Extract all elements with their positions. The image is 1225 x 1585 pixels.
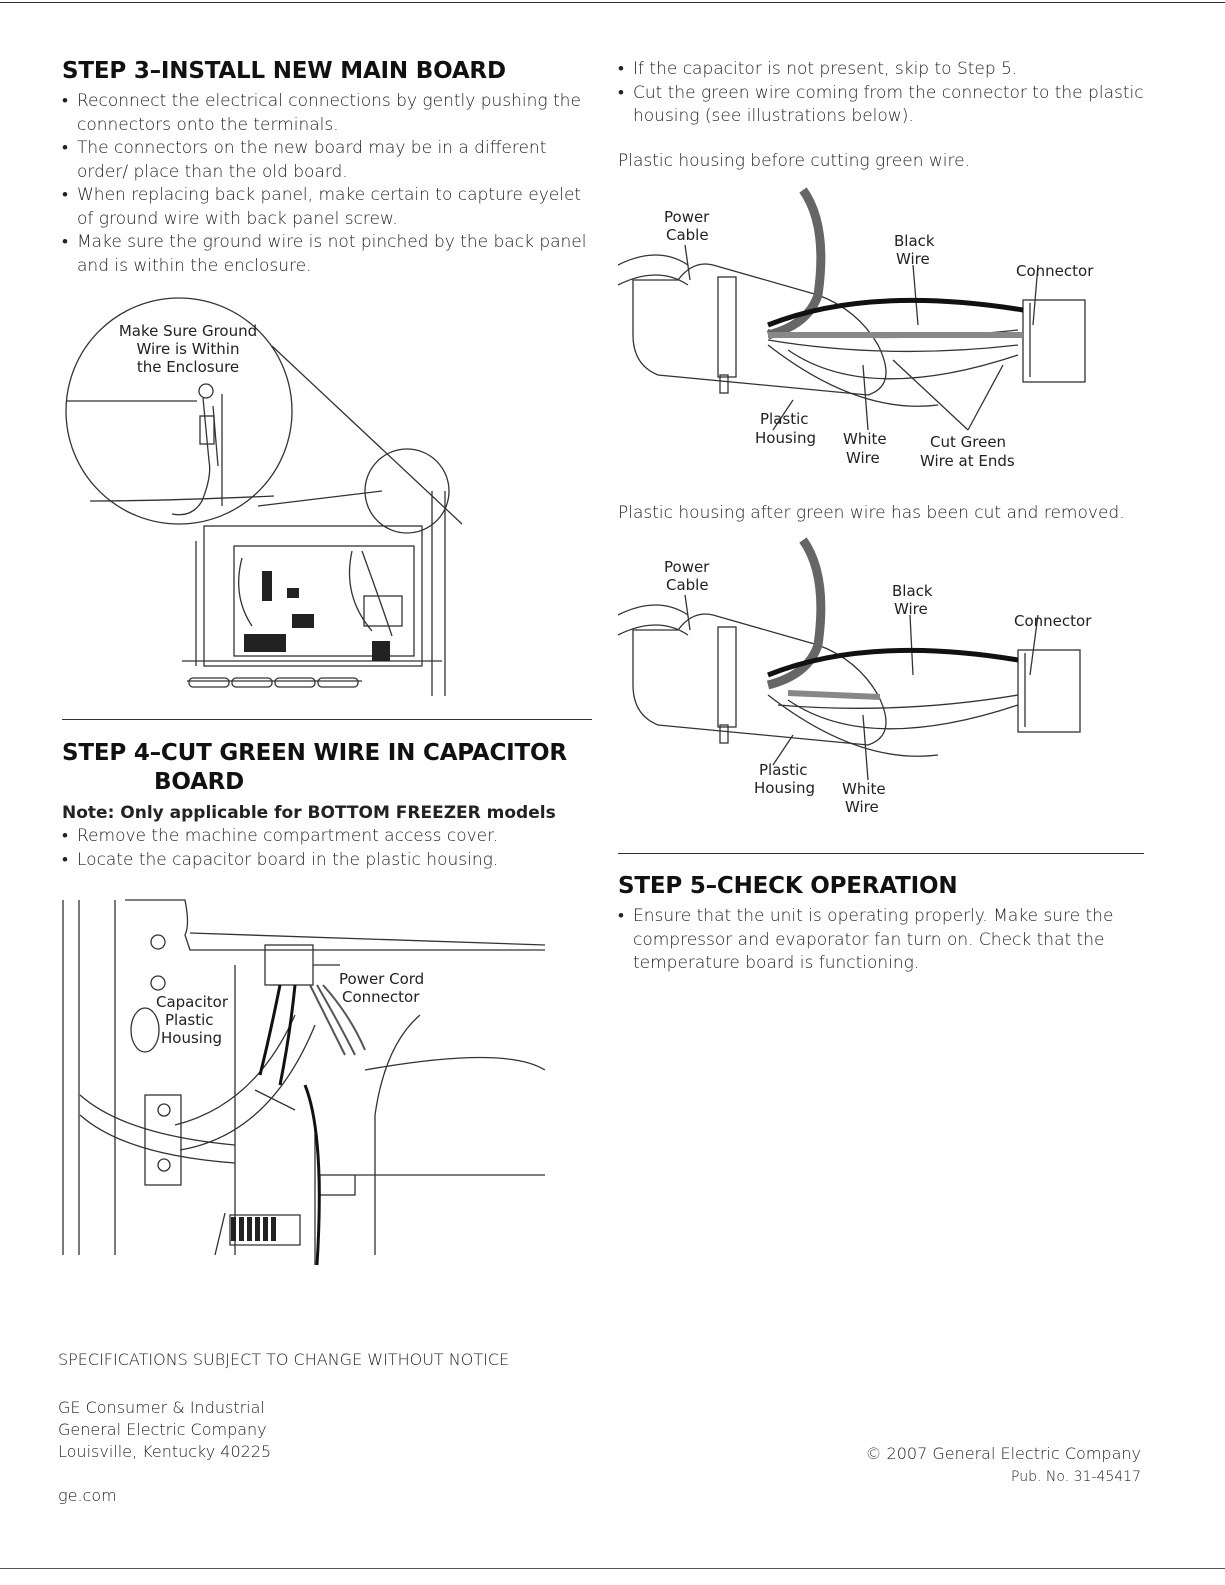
list-item: Make sure the ground wire is not pinched… bbox=[62, 231, 602, 278]
list-item: Ensure that the unit is operating proper… bbox=[618, 905, 1158, 976]
list-item: Cut the green wire coming from the conne… bbox=[618, 82, 1158, 129]
capacitor-label-line2: Plastic bbox=[165, 1011, 214, 1029]
list-item: If the capacitor is not present, skip to… bbox=[618, 58, 1158, 82]
before-caption: Plastic housing before cutting green wir… bbox=[618, 150, 970, 171]
plastic-housing-label-line1: Plastic bbox=[760, 410, 809, 428]
list-item: Remove the machine compartment access co… bbox=[62, 825, 602, 849]
step5-bullets: Ensure that the unit is operating proper… bbox=[618, 905, 1158, 976]
cut-green-label-line2: Wire at Ends bbox=[920, 452, 1015, 470]
step5-section: STEP 5–CHECK OPERATION Ensure that the u… bbox=[618, 873, 1158, 976]
power-cable-label-line2: Cable bbox=[666, 576, 709, 594]
connector-label: Connector bbox=[1014, 612, 1092, 630]
power-cable-label-line2: Cable bbox=[666, 226, 709, 244]
white-wire-label-line2: Wire bbox=[846, 449, 880, 467]
list-item: The connectors on the new board may be i… bbox=[62, 137, 602, 184]
step4-note: Note: Only applicable for BOTTOM FREEZER… bbox=[62, 803, 556, 823]
right-column: If the capacitor is not present, skip to… bbox=[618, 58, 1158, 171]
black-wire-label-line2: Wire bbox=[896, 250, 930, 268]
ground-wire-callout-line1: Make Sure Ground bbox=[119, 322, 257, 340]
cut-green-label-line1: Cut Green bbox=[930, 433, 1006, 451]
housing-after-illustration: Power Cable Black Wire Connector Plastic… bbox=[618, 537, 1092, 816]
step3-bullets: Reconnect the electrical connections by … bbox=[62, 90, 602, 278]
power-cable-label-line1: Power bbox=[664, 558, 710, 576]
copyright: © 2007 General Electric Company bbox=[865, 1444, 1141, 1463]
specifications-notice: SPECIFICATIONS SUBJECT TO CHANGE WITHOUT… bbox=[58, 1350, 510, 1369]
step3-title: STEP 3–INSTALL NEW MAIN BOARD bbox=[62, 58, 506, 84]
address-line: GE Consumer & Industrial bbox=[58, 1398, 265, 1417]
bottom-border bbox=[0, 1568, 1225, 1569]
capacitor-bullets: If the capacitor is not present, skip to… bbox=[618, 58, 1158, 129]
white-wire-label-line1: White bbox=[843, 430, 887, 448]
address-line: General Electric Company bbox=[58, 1420, 267, 1439]
step5-title: STEP 5–CHECK OPERATION bbox=[618, 873, 958, 899]
website-link[interactable]: ge.com bbox=[58, 1486, 117, 1505]
step4-bullets: Remove the machine compartment access co… bbox=[62, 825, 602, 872]
divider bbox=[62, 719, 592, 720]
power-cable-label-line1: Power bbox=[664, 208, 710, 226]
plastic-housing-label-line2: Housing bbox=[754, 779, 815, 797]
list-item: When replacing back panel, make certain … bbox=[62, 184, 602, 231]
divider bbox=[618, 853, 1144, 854]
step4-title-line1: STEP 4–CUT GREEN WIRE IN CAPACITOR bbox=[62, 740, 567, 766]
white-wire-label-line2: Wire bbox=[845, 798, 879, 816]
black-wire-label-line1: Black bbox=[894, 232, 935, 250]
black-wire-label-line2: Wire bbox=[894, 600, 928, 618]
list-item: Locate the capacitor board in the plasti… bbox=[62, 849, 602, 873]
address-line: Louisville, Kentucky 40225 bbox=[58, 1442, 272, 1461]
publication-number: Pub. No. 31-45417 bbox=[1011, 1469, 1141, 1485]
plastic-housing-label-line2: Housing bbox=[755, 429, 816, 447]
plastic-housing-label-line1: Plastic bbox=[759, 761, 808, 779]
capacitor-label-line1: Capacitor bbox=[156, 993, 229, 1011]
connector-label: Connector bbox=[1016, 262, 1094, 280]
white-wire-label-line1: White bbox=[842, 780, 886, 798]
capacitor-label-line3: Housing bbox=[161, 1029, 222, 1047]
after-caption: Plastic housing after green wire has bee… bbox=[618, 503, 1125, 523]
step4-section: STEP 4–CUT GREEN WIRE IN CAPACITOR BOARD… bbox=[62, 740, 602, 872]
company-address: GE Consumer & Industrial General Electri… bbox=[58, 1397, 271, 1463]
step4-title-line2: BOARD bbox=[154, 769, 245, 795]
ground-wire-callout-line3: the Enclosure bbox=[137, 358, 239, 376]
list-item: Reconnect the electrical connections by … bbox=[62, 90, 602, 137]
capacitor-housing-illustration: Capacitor Plastic Housing Power Cord Con… bbox=[62, 899, 546, 1266]
top-border bbox=[0, 2, 1225, 3]
power-cord-label-line1: Power Cord bbox=[339, 970, 424, 988]
power-cord-label-line2: Connector bbox=[342, 988, 420, 1006]
left-column: STEP 3–INSTALL NEW MAIN BOARD Reconnect … bbox=[62, 58, 602, 278]
housing-before-illustration: Power Cable Black Wire Connector Plastic… bbox=[618, 187, 1094, 470]
black-wire-label-line1: Black bbox=[892, 582, 933, 600]
ground-wire-callout-line2: Wire is Within bbox=[137, 340, 240, 358]
main-board-illustration: Make Sure Ground Wire is Within the Encl… bbox=[65, 297, 462, 696]
